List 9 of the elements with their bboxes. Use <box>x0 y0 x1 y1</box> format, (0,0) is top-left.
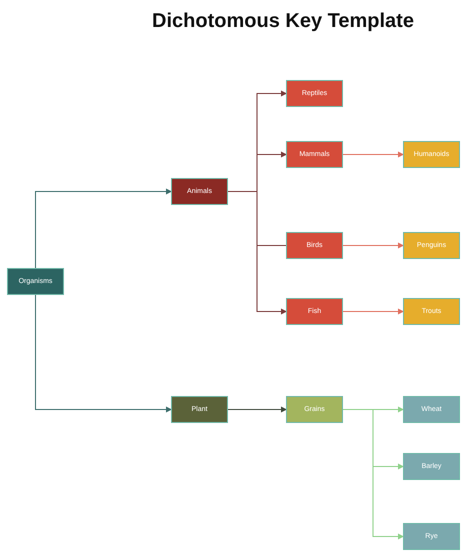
connector-arrow <box>342 409 404 540</box>
connector-arrow <box>342 242 404 248</box>
connector-arrow <box>228 191 287 314</box>
connector-arrow <box>342 308 404 314</box>
connector-arrow <box>35 294 172 412</box>
connector-arrow <box>35 188 172 268</box>
connector-arrow <box>228 406 287 412</box>
connector-arrow <box>342 152 404 158</box>
title: Dichotomous Key Template <box>151 10 415 33</box>
